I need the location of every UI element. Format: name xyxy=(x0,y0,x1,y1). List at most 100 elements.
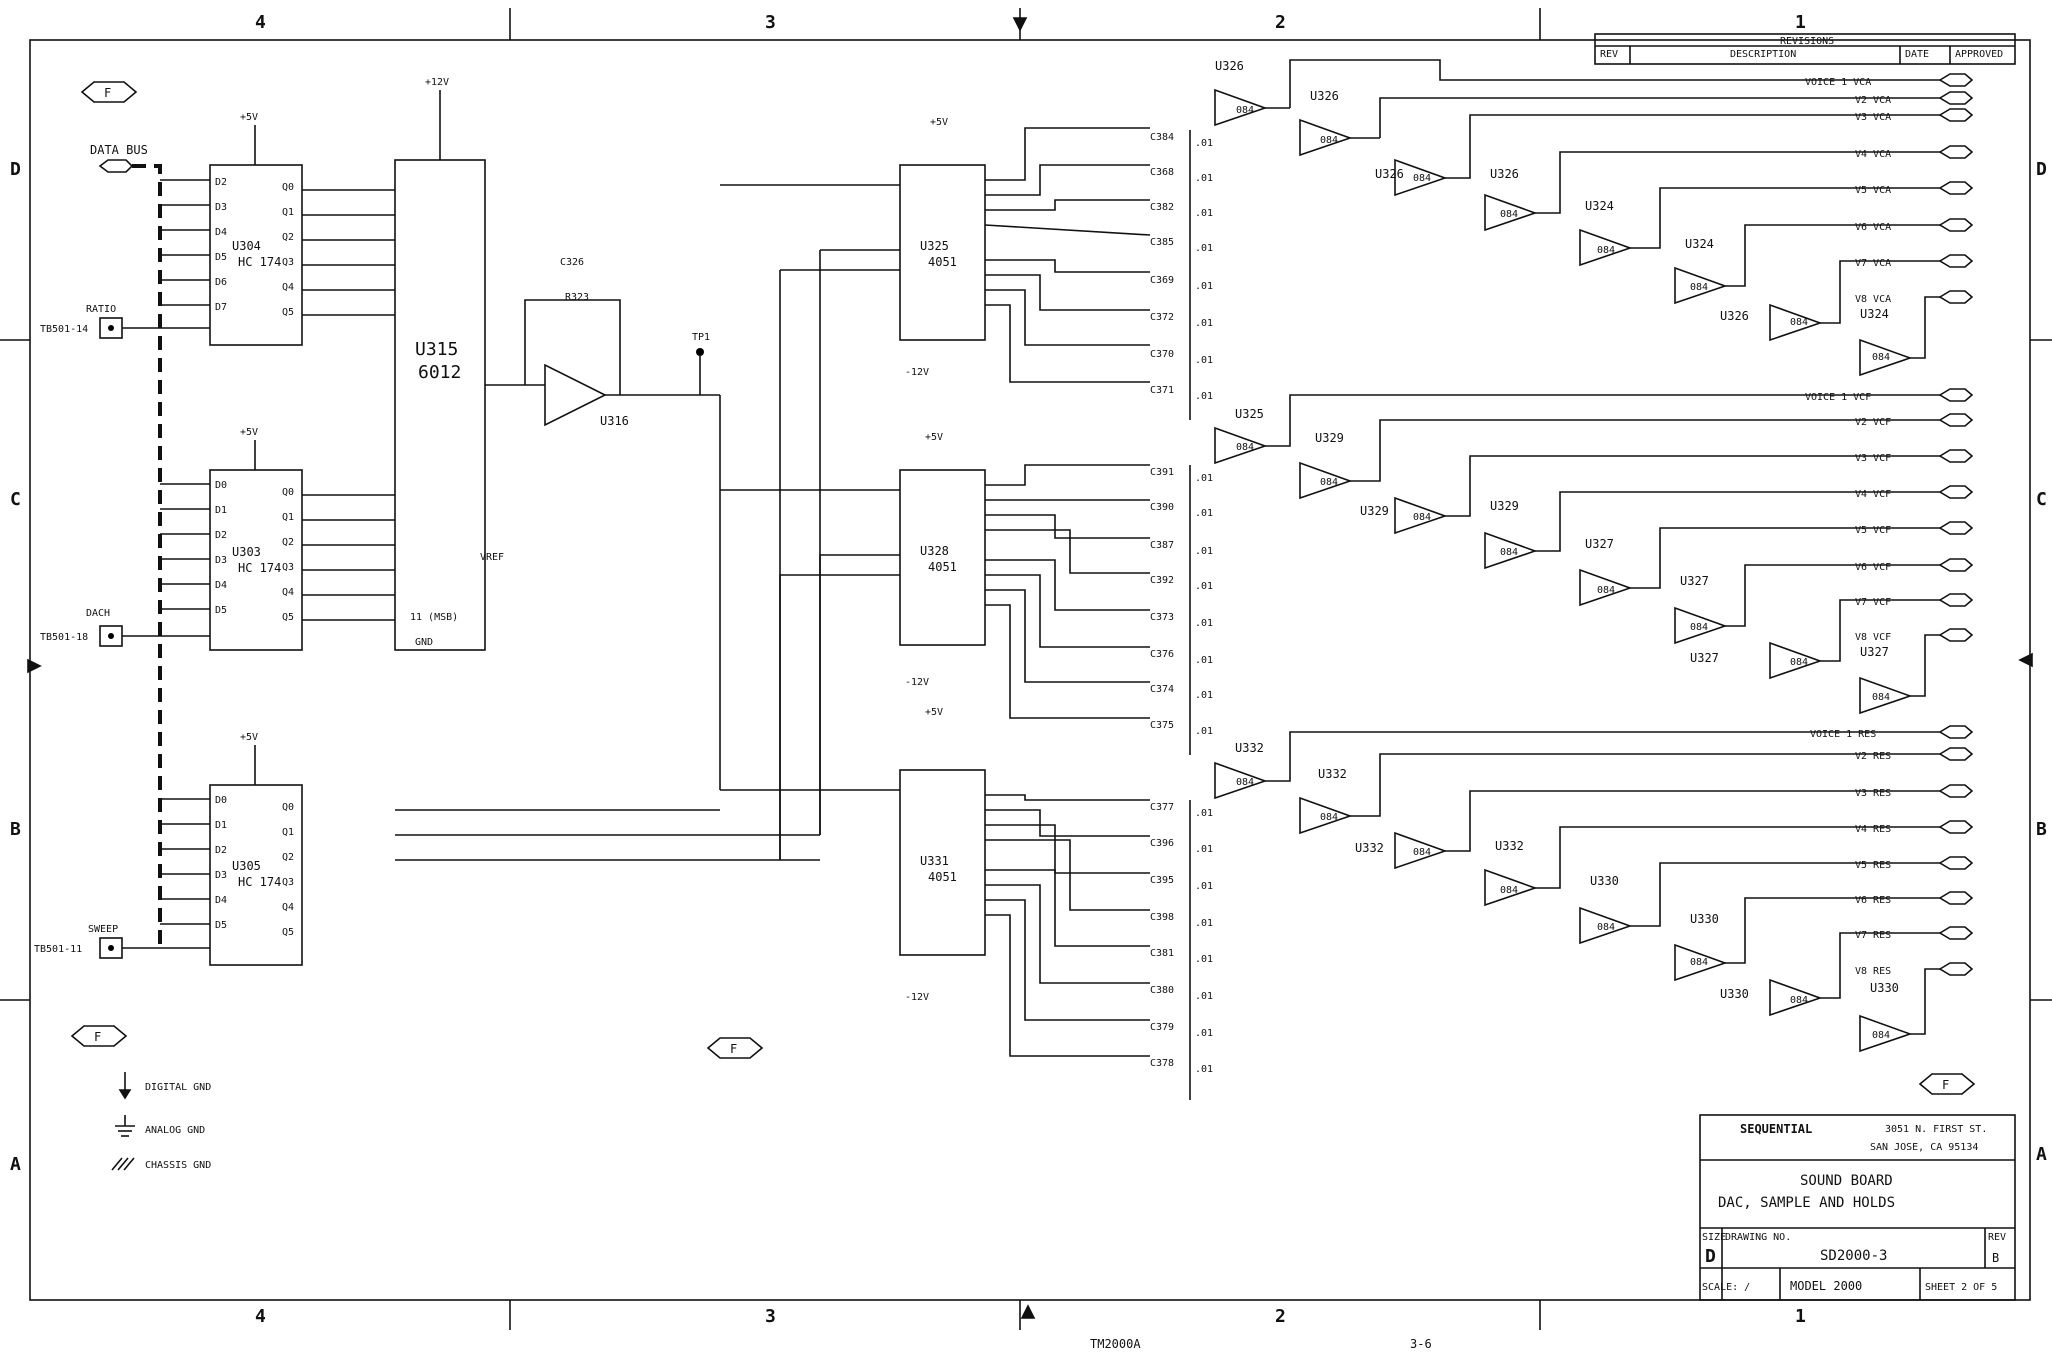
svg-text:084: 084 xyxy=(1236,777,1254,788)
svg-text:.01: .01 xyxy=(1195,138,1213,149)
svg-text:Q2: Q2 xyxy=(282,537,294,548)
svg-text:U326: U326 xyxy=(1375,167,1404,181)
amps-res: U332 U332 U332 U332 U330 U330 U330 U330 … xyxy=(1235,741,1899,1041)
svg-text:084: 084 xyxy=(1872,1030,1890,1041)
svg-text:DAC, SAMPLE AND HOLDS: DAC, SAMPLE AND HOLDS xyxy=(1718,1195,1895,1211)
svg-text:C382: C382 xyxy=(1150,202,1174,213)
svg-text:.01: .01 xyxy=(1195,473,1213,484)
svg-text:U332: U332 xyxy=(1318,767,1347,781)
svg-text:F: F xyxy=(730,1042,737,1056)
svg-text:.01: .01 xyxy=(1195,1028,1213,1039)
terminal-sweep: SWEEP TB501-11 xyxy=(34,924,210,959)
svg-text:C392: C392 xyxy=(1150,575,1174,586)
svg-text:Q4: Q4 xyxy=(282,902,294,913)
svg-text:V3 VCA: V3 VCA xyxy=(1855,112,1891,123)
svg-text:+5V: +5V xyxy=(240,112,258,123)
svg-text:C374: C374 xyxy=(1150,684,1174,695)
svg-text:REV: REV xyxy=(1600,49,1618,60)
svg-text:084: 084 xyxy=(1597,922,1615,933)
svg-text:.01: .01 xyxy=(1195,726,1213,737)
svg-text:DIGITAL GND: DIGITAL GND xyxy=(145,1082,211,1093)
svg-text:084: 084 xyxy=(1320,812,1338,823)
svg-text:C372: C372 xyxy=(1150,312,1174,323)
svg-text:C371: C371 xyxy=(1150,385,1174,396)
svg-text:V4 RES: V4 RES xyxy=(1855,824,1891,835)
svg-text:REVISIONS: REVISIONS xyxy=(1780,36,1834,47)
zone-left-c: C xyxy=(10,489,21,510)
svg-text:C369: C369 xyxy=(1150,275,1174,286)
opamp-u316: U316 R323 C326 TP1 xyxy=(485,257,720,428)
svg-text:SIZE: SIZE xyxy=(1702,1232,1726,1243)
svg-text:C378: C378 xyxy=(1150,1058,1174,1069)
svg-text:HC 174: HC 174 xyxy=(238,875,281,889)
svg-text:4051: 4051 xyxy=(928,870,957,884)
svg-text:APPROVED: APPROVED xyxy=(1955,49,2003,60)
ground-legend: DIGITAL GND ANALOG GND CHASSIS GND xyxy=(111,1072,211,1171)
svg-text:D5: D5 xyxy=(215,605,227,616)
svg-text:D4: D4 xyxy=(215,580,227,591)
svg-text:SHEET 2 OF 5: SHEET 2 OF 5 xyxy=(1925,1282,1997,1293)
svg-text:.01: .01 xyxy=(1195,508,1213,519)
svg-text:.01: .01 xyxy=(1195,546,1213,557)
svg-text:084: 084 xyxy=(1236,105,1254,116)
svg-text:C379: C379 xyxy=(1150,1022,1174,1033)
svg-text:.01: .01 xyxy=(1195,173,1213,184)
svg-text:C387: C387 xyxy=(1150,540,1174,551)
revisions-block: REVISIONS REV DESCRIPTION DATE APPROVED xyxy=(1594,33,2016,65)
svg-text:V6 RES: V6 RES xyxy=(1855,895,1891,906)
svg-text:U332: U332 xyxy=(1495,839,1524,853)
svg-text:SWEEP: SWEEP xyxy=(88,924,118,935)
data-bus-line xyxy=(132,164,162,950)
svg-text:084: 084 xyxy=(1690,957,1708,968)
svg-text:V3 VCF: V3 VCF xyxy=(1855,453,1891,464)
svg-text:.01: .01 xyxy=(1195,318,1213,329)
svg-text:D1: D1 xyxy=(215,820,227,831)
svg-text:D1: D1 xyxy=(215,505,227,516)
svg-text:084: 084 xyxy=(1320,135,1338,146)
svg-text:4051: 4051 xyxy=(928,560,957,574)
svg-text:Q3: Q3 xyxy=(282,562,294,573)
svg-text:+5V: +5V xyxy=(925,707,943,718)
mux-u328: U328 4051 +5V -12V xyxy=(720,432,986,688)
svg-text:Q5: Q5 xyxy=(282,927,294,938)
svg-text:U325: U325 xyxy=(1235,407,1264,421)
mux-output-wires xyxy=(984,127,1151,1057)
svg-text:Q1: Q1 xyxy=(282,207,294,218)
svg-text:V6 VCF: V6 VCF xyxy=(1855,562,1891,573)
svg-text:VOICE 1 VCA: VOICE 1 VCA xyxy=(1805,77,1871,88)
svg-text:U324: U324 xyxy=(1860,307,1889,321)
flag-marker-2: F xyxy=(70,1025,128,1047)
svg-text:C381: C381 xyxy=(1150,948,1174,959)
latch-u304: U304 HC 174 D2 D3 D4 D5 D6 D7 Q0 Q1 Q2 Q… xyxy=(160,112,395,346)
svg-text:084: 084 xyxy=(1790,317,1808,328)
svg-text:084: 084 xyxy=(1500,547,1518,558)
svg-text:D: D xyxy=(1705,1246,1716,1267)
svg-text:DESCRIPTION: DESCRIPTION xyxy=(1730,49,1796,60)
svg-text:Q1: Q1 xyxy=(282,512,294,523)
svg-text:C398: C398 xyxy=(1150,912,1174,923)
svg-text:084: 084 xyxy=(1413,512,1431,523)
svg-text:U332: U332 xyxy=(1355,841,1384,855)
svg-text:D3: D3 xyxy=(215,202,227,213)
data-bus-label: DATA BUS xyxy=(90,143,148,157)
svg-text:C395: C395 xyxy=(1150,875,1174,886)
svg-text:-12V: -12V xyxy=(905,992,929,1003)
svg-text:084: 084 xyxy=(1790,657,1808,668)
zone-top-3: 3 xyxy=(765,12,776,33)
svg-text:084: 084 xyxy=(1413,847,1431,858)
svg-text:C390: C390 xyxy=(1150,502,1174,513)
svg-text:U315: U315 xyxy=(415,339,458,360)
svg-text:D4: D4 xyxy=(215,227,227,238)
svg-text:V2 RES: V2 RES xyxy=(1855,751,1891,762)
svg-text:C326: C326 xyxy=(560,257,584,268)
svg-text:Q1: Q1 xyxy=(282,827,294,838)
svg-text:.01: .01 xyxy=(1195,954,1213,965)
svg-text:Q5: Q5 xyxy=(282,307,294,318)
svg-text:RATIO: RATIO xyxy=(86,304,116,315)
svg-text:Q2: Q2 xyxy=(282,232,294,243)
svg-text:MODEL 2000: MODEL 2000 xyxy=(1790,1279,1862,1293)
svg-text:HC 174: HC 174 xyxy=(238,255,281,269)
zone-bottom-3: 3 xyxy=(765,1306,776,1327)
svg-text:+5V: +5V xyxy=(925,432,943,443)
